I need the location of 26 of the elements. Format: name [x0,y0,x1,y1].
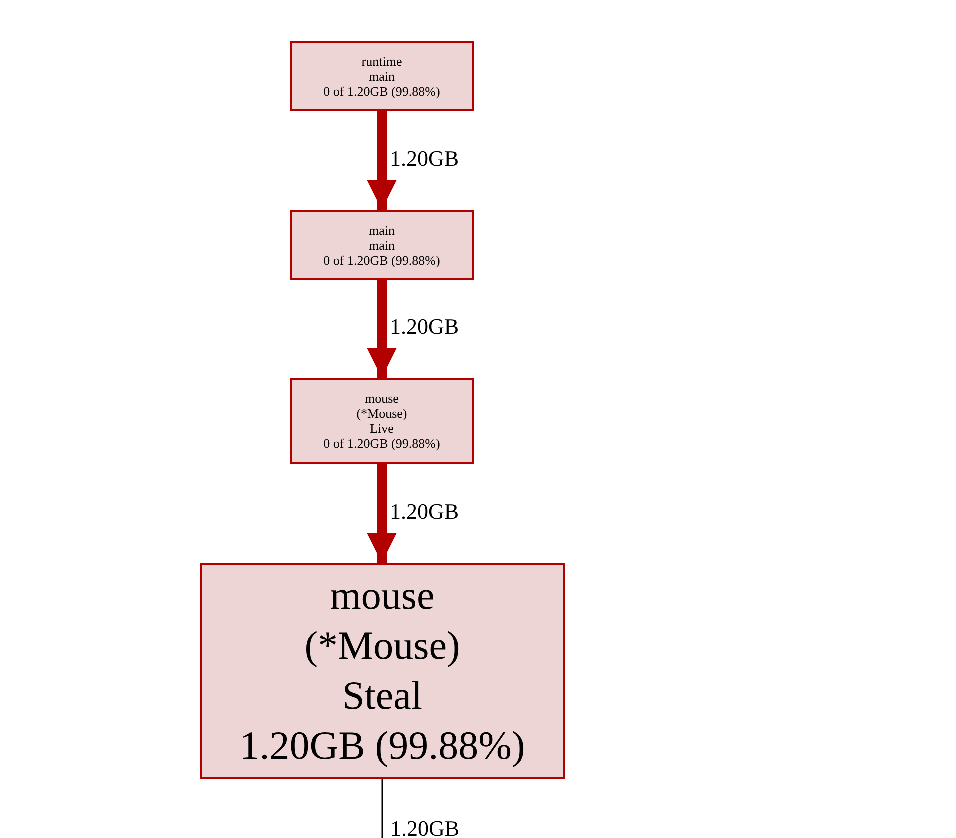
node-text: Steal [342,672,422,720]
node-text: 0 of 1.20GB (99.88%) [324,436,440,451]
arrow [367,464,397,563]
function-box [290,378,474,464]
node-text: main [369,68,395,84]
edge-label: 1.20GB [390,500,460,524]
arrow [367,280,397,378]
edge-label: 1.20GB [390,146,460,170]
node-text: main [369,222,395,238]
node-text: Live [370,421,394,436]
node-text: 0 of 1.20GB (99.88%) [324,84,440,98]
function-box [290,210,474,280]
edge-label: 1.20GB [390,315,460,339]
node-text: 0 of 1.20GB (99.88%) [324,252,440,268]
node-text: mouse [330,572,435,620]
node-text: runtime [362,54,402,68]
connector-line [382,779,384,838]
node-text: (*Mouse) [304,622,460,670]
node-text: main [369,238,395,252]
node-text: 1.20GB (99.88%) [240,722,526,770]
node-text: mouse [365,391,399,406]
function-box [200,563,565,779]
node-text: (*Mouse) [356,406,408,421]
arrow [367,111,397,210]
edge-label: 1.20GB [390,817,460,838]
function-box [290,41,474,111]
